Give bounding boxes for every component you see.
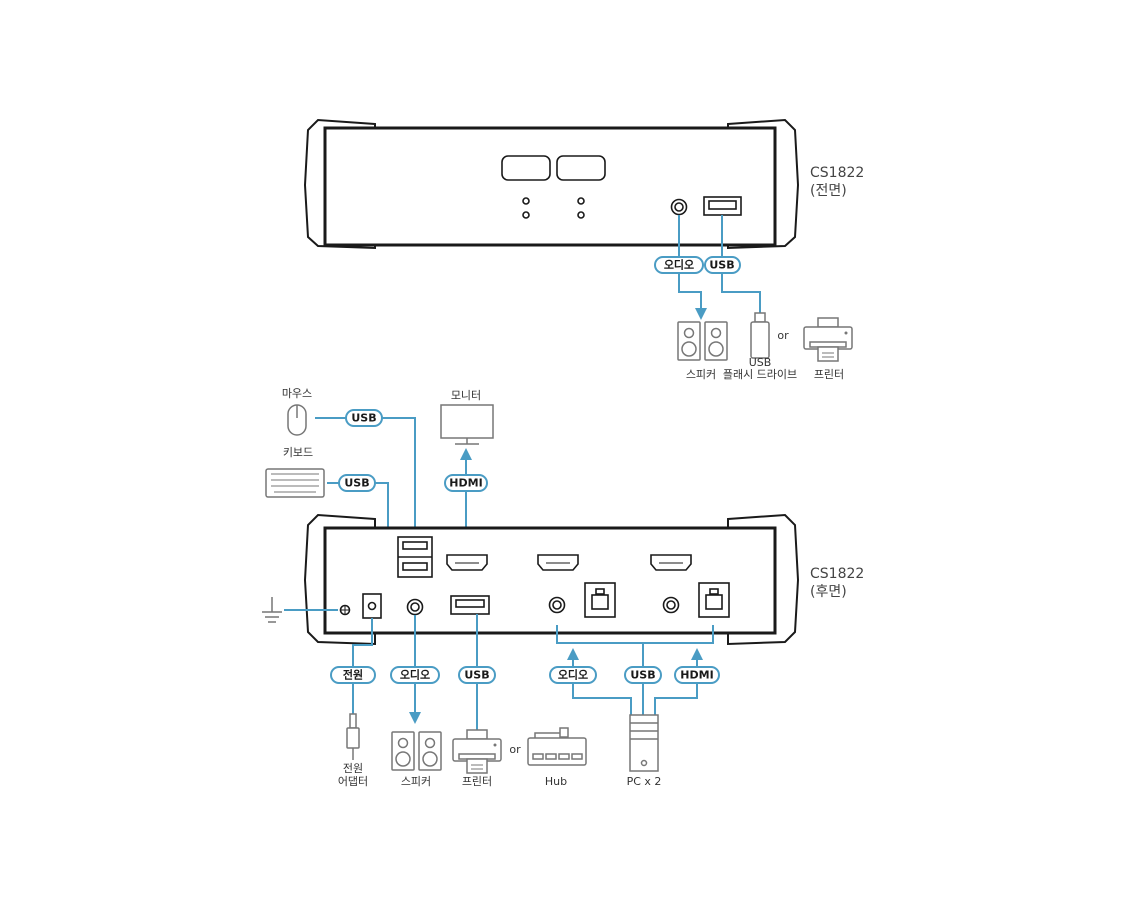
flash-drive-label-line1: USB (749, 356, 772, 369)
cs1822-front-unit (303, 118, 800, 250)
rear-audio-jack (406, 598, 424, 616)
front-audio-jack (670, 198, 688, 216)
pc1-audio-jack (548, 596, 566, 614)
rear-audio-cable: 오디오 (390, 615, 440, 724)
front-usb-port (703, 196, 742, 216)
front-audio-label: 오디오 (664, 258, 694, 272)
pc-hdmi-label: HDMI (680, 669, 713, 682)
pc-audio-label: 오디오 (558, 668, 588, 682)
mouse-label: 마우스 (282, 387, 312, 400)
port-select-button-2 (556, 155, 606, 181)
front-printer-icon (803, 317, 853, 362)
pc-tower-icon (629, 714, 659, 772)
rear-speaker-icon (391, 731, 442, 771)
hub-label: Hub (545, 775, 567, 788)
console-usb-ports (397, 536, 433, 578)
rear-printer-label: 프린터 (462, 775, 492, 788)
rear-usb-peripheral-port (450, 595, 490, 615)
rear-printer-icon (452, 729, 502, 774)
front-speaker-label: 스피커 (686, 368, 716, 381)
rear-view-label: (후면) (810, 584, 847, 600)
pc-usb-label: USB (630, 669, 655, 682)
monitor-hdmi-cable: HDMI (444, 448, 488, 553)
ground-icon (262, 597, 282, 623)
power-label: 전원 (343, 668, 363, 682)
rear-or-label: or (509, 743, 521, 756)
rear-speaker-label: 스피커 (401, 775, 431, 788)
grounding-screw-icon (339, 604, 351, 616)
monitor-icon (440, 404, 494, 445)
front-view-label: (전면) (810, 183, 847, 199)
cs1822-rear-unit (303, 513, 800, 646)
port-select-button-1 (501, 155, 551, 181)
power-jack (362, 593, 382, 619)
mouse-icon (287, 404, 307, 436)
mouse-usb-label: USB (351, 412, 376, 425)
power-adapter-icon (346, 713, 360, 760)
hdmi-in-port-1 (537, 554, 579, 571)
pc-cable-bundle: 오디오 USB HDMI (549, 625, 720, 715)
front-usb-label: USB (709, 259, 734, 272)
keyboard-usb-label: USB (344, 477, 369, 490)
pc1-usb-b-port (584, 582, 616, 618)
front-speaker-icon (677, 321, 728, 361)
front-usb-cable: USB (704, 215, 761, 313)
rear-usb-cable: USB (458, 614, 496, 730)
front-printer-label: 프린터 (814, 368, 844, 381)
front-model-label: CS1822 (810, 165, 864, 181)
power-cable: 전원 (330, 618, 376, 714)
flash-drive-label-line2: 플래시 드라이브 (723, 368, 797, 381)
pc2-usb-b-port (698, 582, 730, 618)
front-audio-cable: 오디오 (654, 215, 707, 320)
rear-audio-label: 오디오 (400, 668, 430, 682)
mouse-usb-cable: USB (315, 409, 416, 538)
front-or-label: or (777, 329, 789, 342)
keyboard-icon (265, 468, 325, 498)
rear-model-label: CS1822 (810, 566, 864, 582)
hdmi-in-port-2 (650, 554, 692, 571)
adapter-label-line2: 어댑터 (338, 775, 368, 788)
keyboard-label: 키보드 (283, 446, 313, 459)
monitor-hdmi-label: HDMI (449, 477, 482, 490)
led-indicators (522, 197, 585, 219)
usb-flash-drive-icon (750, 312, 770, 359)
pc2-audio-jack (662, 596, 680, 614)
monitor-label: 모니터 (451, 389, 481, 402)
hdmi-out-port (446, 554, 488, 571)
pc-label: PC x 2 (627, 775, 662, 788)
rear-usb-label: USB (464, 669, 489, 682)
usb-hub-icon (527, 727, 587, 766)
adapter-label-line1: 전원 (343, 762, 363, 775)
